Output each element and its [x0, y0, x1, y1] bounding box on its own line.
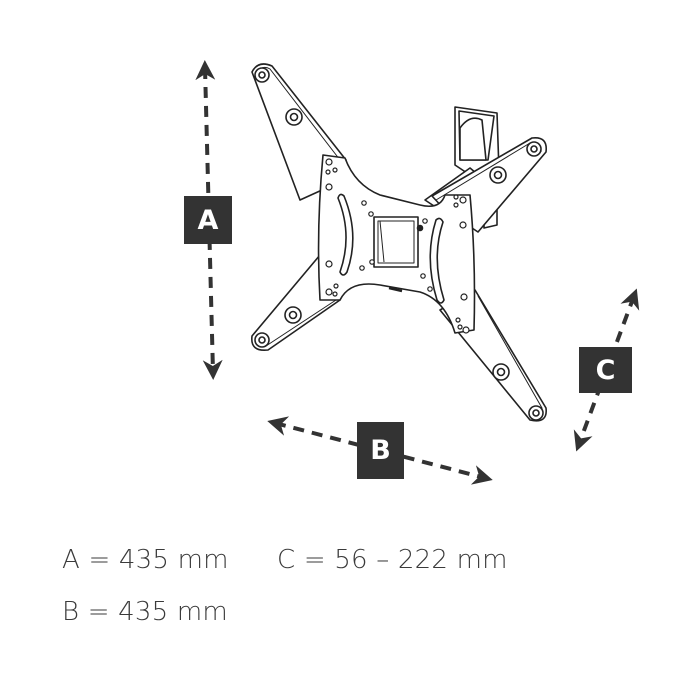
mounting-plate	[317, 154, 476, 334]
spec-a: A = 435 mm	[62, 545, 229, 575]
dimension-label-c: C	[579, 347, 632, 393]
dimension-label-b: B	[357, 422, 404, 479]
spec-b: B = 435 mm	[62, 597, 228, 627]
spec-c: C = 56 – 222 mm	[277, 545, 508, 575]
arm-bottom-left	[251, 254, 341, 352]
dimension-label-a: A	[184, 196, 232, 244]
dimension-arrow-b	[267, 416, 493, 485]
